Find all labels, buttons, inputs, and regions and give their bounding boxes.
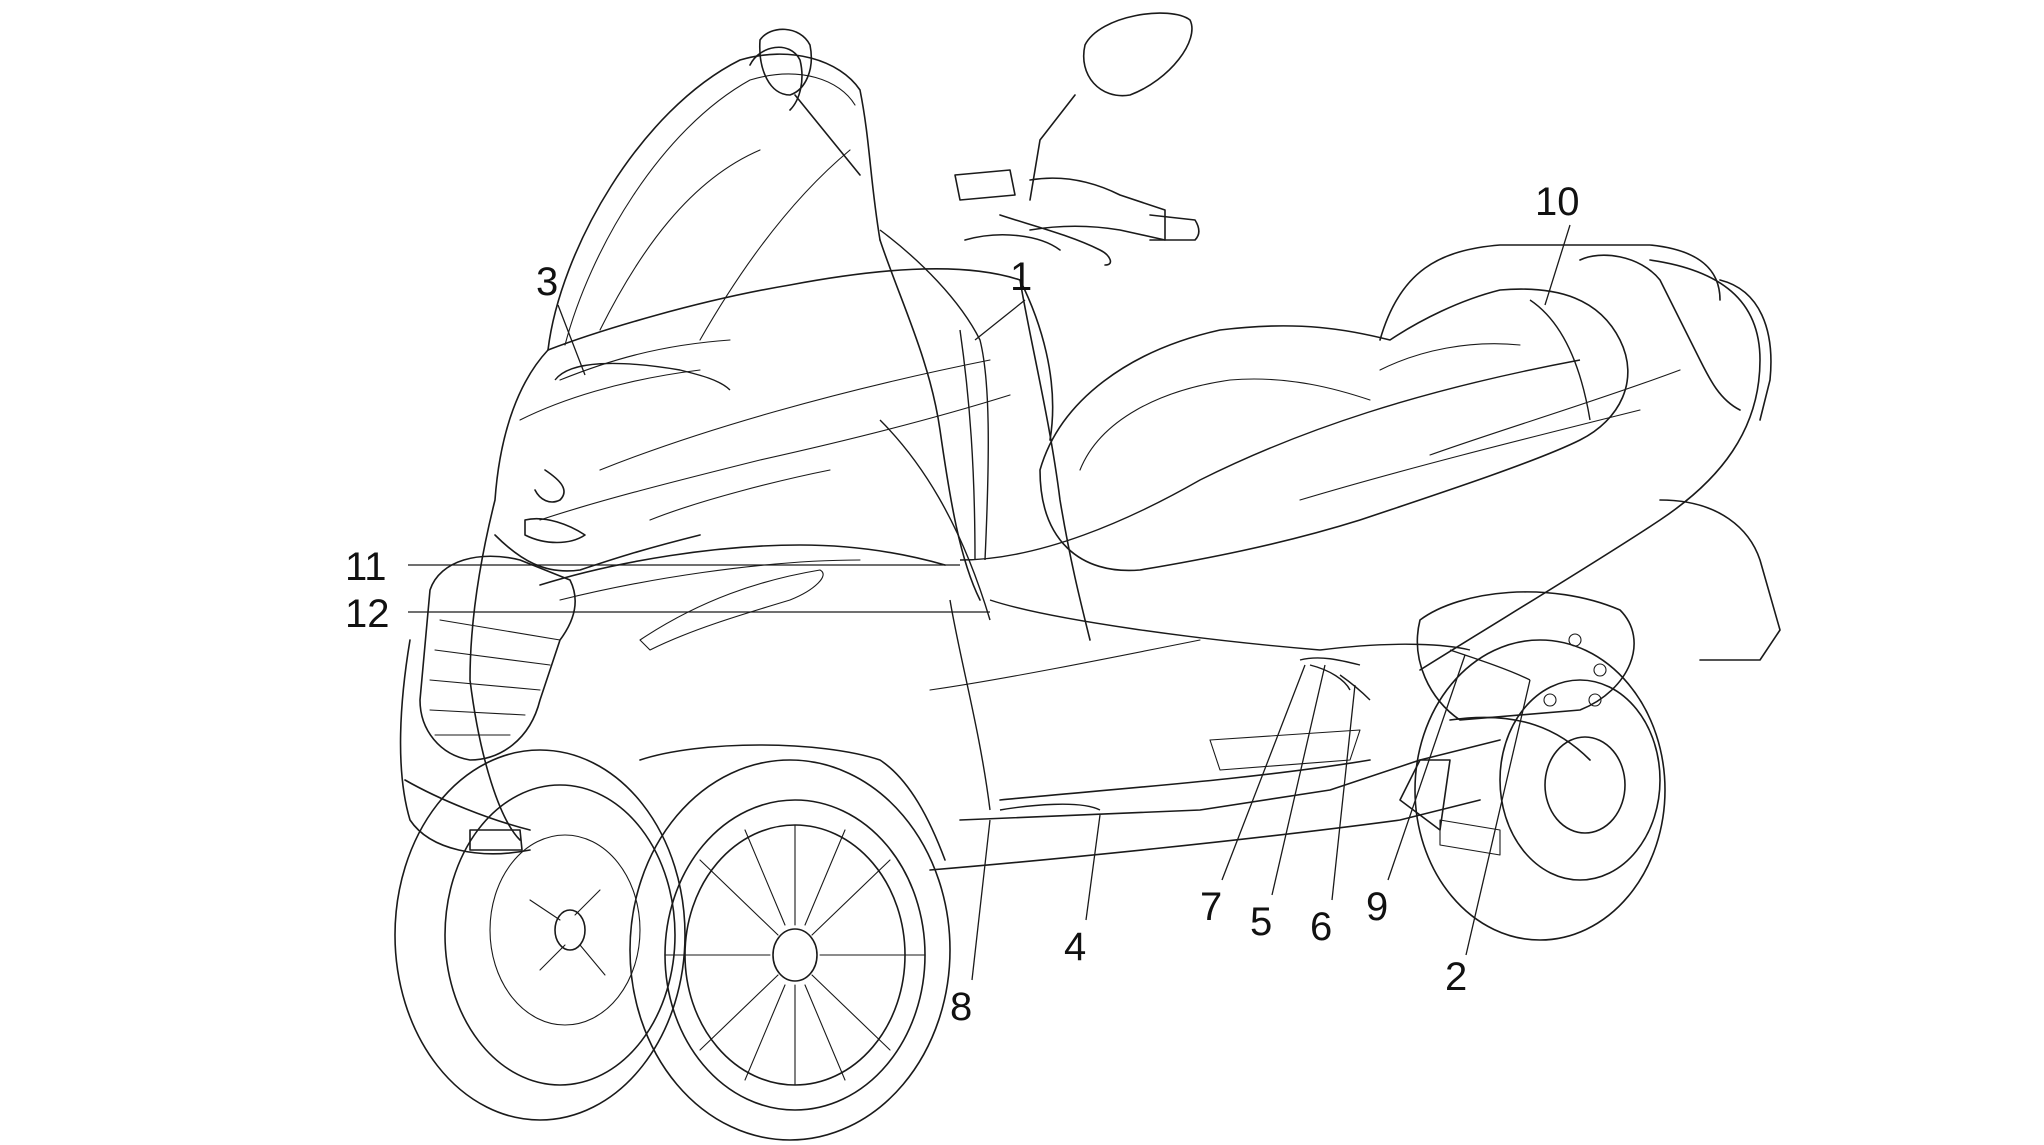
callout-2-label: 2 (1445, 955, 1467, 999)
cable-1[interactable] (879, 229, 989, 561)
callout-5-label: 5 (1250, 900, 1272, 944)
callout-4-label: 4 (1064, 925, 1086, 969)
cable-2[interactable] (1449, 649, 1531, 681)
legshield (879, 239, 1501, 871)
callout-3[interactable]: 3 (536, 260, 586, 376)
cable-9[interactable] (1319, 643, 1471, 651)
windscreen (547, 46, 881, 351)
cable-8[interactable] (949, 599, 991, 811)
callout-8-label: 8 (950, 985, 972, 1029)
rear-body (1299, 244, 1781, 671)
callout-3-label: 3 (536, 260, 558, 304)
cable-4[interactable] (999, 803, 1101, 811)
callout-12[interactable]: 12 (345, 592, 990, 636)
cable-7[interactable] (1299, 657, 1361, 666)
cable-11[interactable] (959, 329, 976, 561)
front-lower-body (399, 469, 831, 855)
cable-routing (554, 229, 1591, 811)
callout-4[interactable]: 4 (1064, 814, 1101, 969)
cable-3[interactable] (554, 362, 731, 391)
callout-11-label: 11 (345, 545, 387, 589)
callout-10[interactable]: 10 (1535, 180, 1580, 306)
callout-8[interactable]: 8 (950, 819, 991, 1029)
callout-2[interactable]: 2 (1445, 679, 1531, 999)
left-mirror (759, 28, 861, 176)
front-fairing (469, 268, 1054, 841)
callout-7[interactable]: 7 (1200, 664, 1306, 929)
callout-12-label: 12 (345, 592, 390, 636)
handlebar (954, 169, 1200, 266)
callout-10-label: 10 (1535, 180, 1580, 224)
seat (1039, 288, 1629, 572)
cable-10[interactable] (1529, 299, 1591, 421)
callout-1[interactable]: 1 (974, 255, 1032, 341)
cable-12[interactable] (879, 419, 991, 621)
scooter-line-art (394, 12, 1781, 1141)
callout-1-label: 1 (1010, 255, 1032, 299)
front-wheel-right (629, 744, 951, 1141)
callout-11[interactable]: 11 (345, 545, 960, 589)
callout-9[interactable]: 9 (1366, 654, 1466, 929)
callout-6-label: 6 (1310, 905, 1332, 949)
engine-casing (1416, 591, 1635, 721)
callout-5[interactable]: 5 (1250, 664, 1326, 944)
rear-wheel (1399, 639, 1666, 941)
front-grille (419, 555, 576, 761)
callout-9-label: 9 (1366, 885, 1388, 929)
callout-labels: 1 2 3 4 5 6 7 (345, 180, 1580, 1029)
front-wheel-left (394, 749, 686, 1121)
cable-5[interactable] (1309, 664, 1351, 691)
right-mirror (1029, 12, 1193, 201)
callout-7-label: 7 (1200, 885, 1222, 929)
callout-6[interactable]: 6 (1310, 684, 1356, 949)
